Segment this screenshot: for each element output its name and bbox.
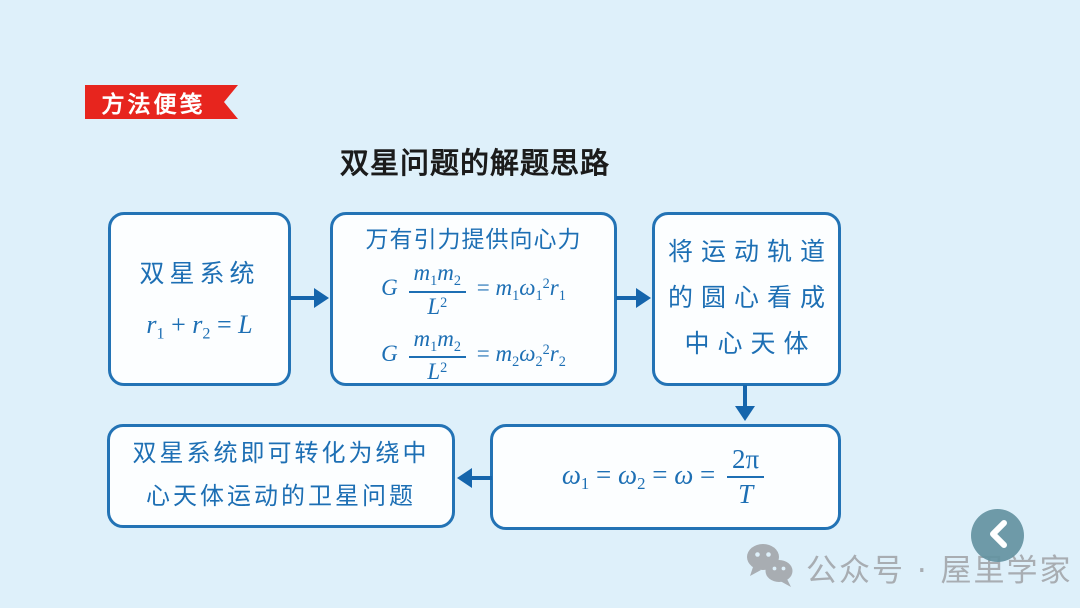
binary-system-formula: r1 + r2 = L xyxy=(146,310,253,343)
flow-box-binary-system: 双星系统 r1 + r2 = L xyxy=(108,212,291,386)
gravity-label: 万有引力提供向心力 xyxy=(365,227,582,253)
flow-box-satellite: 双星系统即可转化为绕中 心天体运动的卫星问题 xyxy=(107,424,455,528)
orbit-center-line: 的圆心看成 xyxy=(667,284,833,312)
satellite-line: 双星系统即可转化为绕中 xyxy=(132,440,430,467)
arrow-down-icon xyxy=(735,406,755,421)
page-title: 双星问题的解题思路 xyxy=(339,146,610,180)
chevron-left-icon xyxy=(986,520,1010,551)
method-note-badge-label: 方法便笺 xyxy=(101,92,206,118)
binary-system-label: 双星系统 xyxy=(139,261,260,289)
arrow-left-icon xyxy=(471,476,492,480)
watermark-label: 公众号 · 屋里学家 xyxy=(806,552,1073,589)
method-note-badge: 方法便笺 xyxy=(85,85,238,119)
satellite-line: 心天体运动的卫星问题 xyxy=(146,484,416,510)
arrow-right-icon xyxy=(290,296,316,300)
arrow-down-icon xyxy=(743,385,747,408)
arrow-right-icon xyxy=(636,288,651,308)
back-button[interactable] xyxy=(971,509,1024,562)
orbit-center-line: 中心天体 xyxy=(684,331,817,359)
arrow-right-icon xyxy=(616,296,638,300)
flow-box-orbit-center: 将运动轨道 的圆心看成 中心天体 xyxy=(652,212,841,386)
arrow-right-icon xyxy=(314,288,329,308)
watermark: 公众号 · 屋里学家 xyxy=(746,543,1073,591)
orbit-center-line: 将运动轨道 xyxy=(667,238,833,266)
arrow-left-icon xyxy=(457,468,472,488)
wechat-icon xyxy=(746,543,794,592)
